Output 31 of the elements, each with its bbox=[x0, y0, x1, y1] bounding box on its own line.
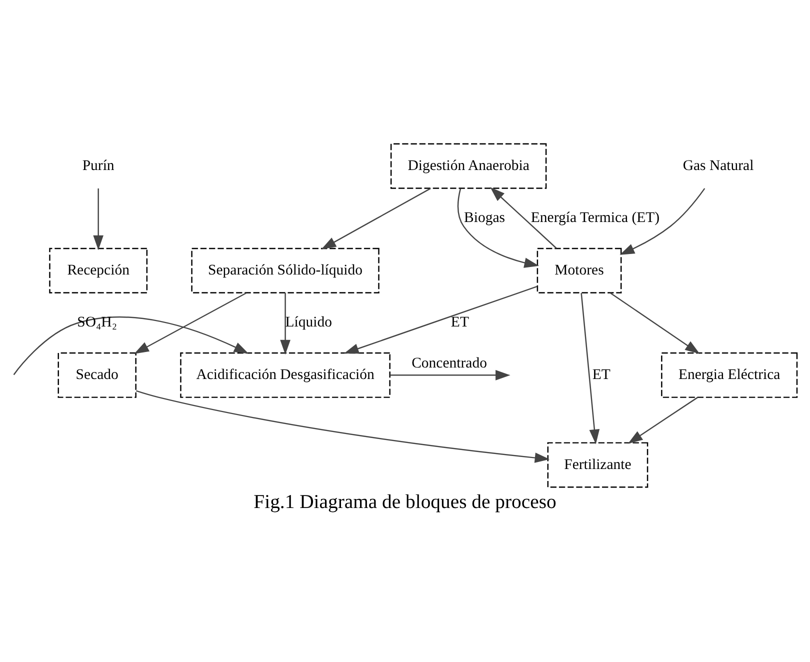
arrow bbox=[344, 285, 538, 354]
arrow bbox=[13, 316, 249, 375]
edge-label: ET bbox=[592, 366, 610, 382]
arrow bbox=[610, 292, 700, 354]
arrow bbox=[134, 292, 247, 354]
arrow bbox=[620, 188, 706, 254]
arrow bbox=[628, 396, 698, 444]
arrow bbox=[390, 370, 510, 380]
node-text: Gas Natural bbox=[682, 157, 754, 174]
node-text: Purín bbox=[82, 157, 114, 174]
node-box: Secado bbox=[58, 352, 136, 398]
edge-label: Energía Termica (ET) bbox=[530, 210, 660, 226]
node-box: Digestión Anaerobia bbox=[390, 142, 547, 188]
edge-label: Concentrado bbox=[412, 354, 487, 371]
node-box: Fertilizante bbox=[547, 442, 648, 488]
node-box: Separación Sólido-líquido bbox=[191, 247, 380, 293]
arrow bbox=[136, 390, 550, 462]
caption: Fig.1 Diagrama de bloques de proceso bbox=[254, 490, 556, 512]
node-box: Energia Eléctrica bbox=[661, 352, 798, 398]
node-box: Acidificación Desgasificación bbox=[180, 352, 390, 398]
arrow bbox=[321, 187, 431, 249]
arrow bbox=[490, 186, 557, 248]
edge-label: Biogas bbox=[464, 210, 506, 226]
arrow bbox=[93, 188, 104, 250]
arrow bbox=[280, 292, 290, 354]
arrow bbox=[580, 292, 600, 444]
edge-label: ET bbox=[450, 314, 469, 330]
arrow bbox=[457, 188, 540, 268]
node-box: Motores bbox=[536, 247, 622, 293]
node-box: Recepción bbox=[49, 247, 148, 293]
edge-label: SO₄H₂ bbox=[77, 314, 117, 330]
